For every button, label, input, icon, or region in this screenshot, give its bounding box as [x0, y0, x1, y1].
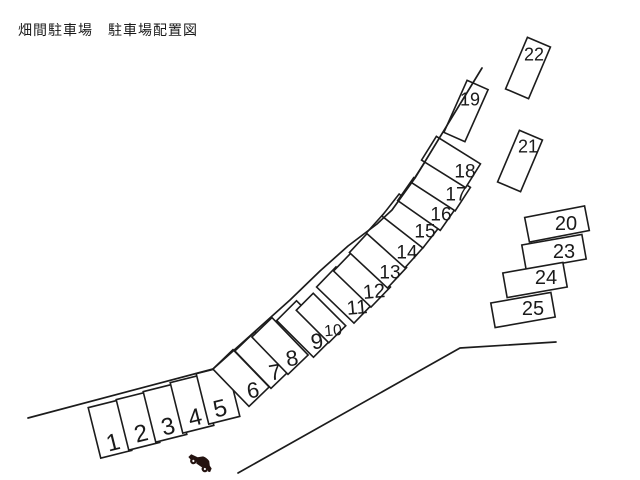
parking-space-outline — [496, 129, 544, 193]
parking-space-24 — [501, 261, 569, 299]
parking-space-number-20: 20 — [555, 213, 577, 235]
parking-space-number-6: 6 — [245, 377, 261, 404]
parking-space-number-11: 11 — [346, 296, 369, 320]
car-wheel-hub — [203, 467, 206, 471]
parking-space-number-25: 25 — [522, 298, 544, 320]
car-icon — [188, 454, 212, 473]
parking-space-number-15: 15 — [414, 222, 435, 243]
parking-space-18 — [420, 135, 482, 189]
parking-space-outline — [523, 204, 591, 244]
parking-space-number-23: 23 — [553, 241, 575, 263]
parking-space-25 — [489, 291, 557, 329]
parking-space-number-18: 18 — [454, 162, 475, 183]
parking-space-8 — [250, 316, 310, 376]
parking-space-number-5: 5 — [210, 394, 229, 423]
parking-space-19 — [442, 79, 490, 143]
parking-space-number-14: 14 — [396, 243, 418, 264]
parking-space-number-17: 17 — [445, 185, 466, 206]
parking-space-number-4: 4 — [185, 403, 204, 432]
parking-space-number-1: 1 — [103, 428, 122, 457]
parking-space-22 — [504, 36, 552, 100]
parking-space-number-13: 13 — [379, 263, 400, 284]
parking-space-number-24: 24 — [535, 267, 557, 289]
parking-space-outline — [504, 36, 552, 100]
car-wheel-hub — [192, 459, 195, 463]
main-road-boundary-line — [27, 67, 483, 419]
parking-space-10 — [295, 292, 347, 344]
parking-space-21 — [496, 129, 544, 193]
parking-space-number-3: 3 — [158, 412, 177, 441]
parking-space-number-22: 22 — [524, 44, 544, 64]
parking-space-number-16: 16 — [430, 205, 451, 226]
parking-space-outline — [295, 292, 347, 344]
parking-space-outline — [442, 79, 490, 143]
car-body — [188, 454, 212, 473]
parking-space-outline — [250, 316, 310, 376]
parking-space-outline — [420, 135, 482, 189]
parking-space-number-7: 7 — [267, 359, 283, 386]
lower-road-boundary-line — [237, 341, 557, 474]
parking-space-number-2: 2 — [131, 419, 150, 448]
parking-space-outline — [489, 291, 557, 329]
page-title: 畑間駐車場 駐車場配置図 — [18, 22, 198, 38]
parking-space-20 — [523, 204, 591, 244]
parking-space-number-10: 10 — [323, 322, 342, 340]
parking-space-outline — [501, 261, 569, 299]
parking-space-number-9: 9 — [309, 328, 325, 355]
parking-space-number-21: 21 — [518, 136, 538, 156]
parking-space-number-19: 19 — [460, 89, 480, 109]
parking-space-number-8: 8 — [284, 345, 300, 372]
parking-space-number-12: 12 — [362, 280, 386, 304]
